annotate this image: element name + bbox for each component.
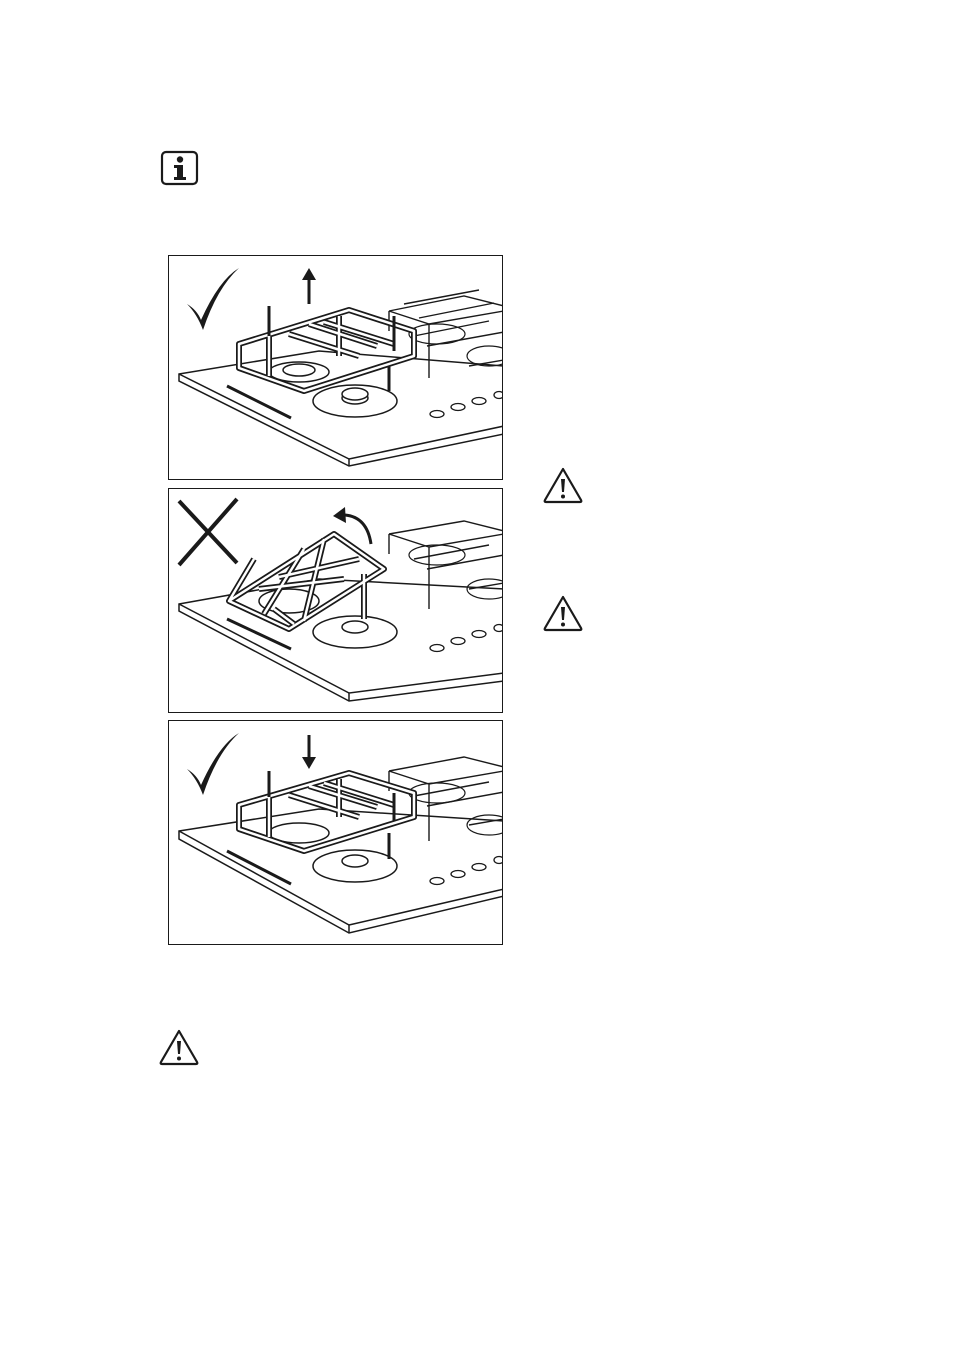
arrow-up-icon [302,268,316,304]
cross-icon [179,499,237,565]
illustration-place-grid-correct [168,720,503,945]
warning-icon [158,1028,200,1071]
warning-icon [542,466,584,509]
warning-icon [542,594,584,637]
illustration-tilt-grid-wrong [168,488,503,713]
checkmark-icon [187,733,239,795]
checkmark-icon [187,268,239,330]
illustration-lift-grid-correct [168,255,503,480]
info-icon [160,150,200,191]
arrow-down-icon [302,735,316,769]
